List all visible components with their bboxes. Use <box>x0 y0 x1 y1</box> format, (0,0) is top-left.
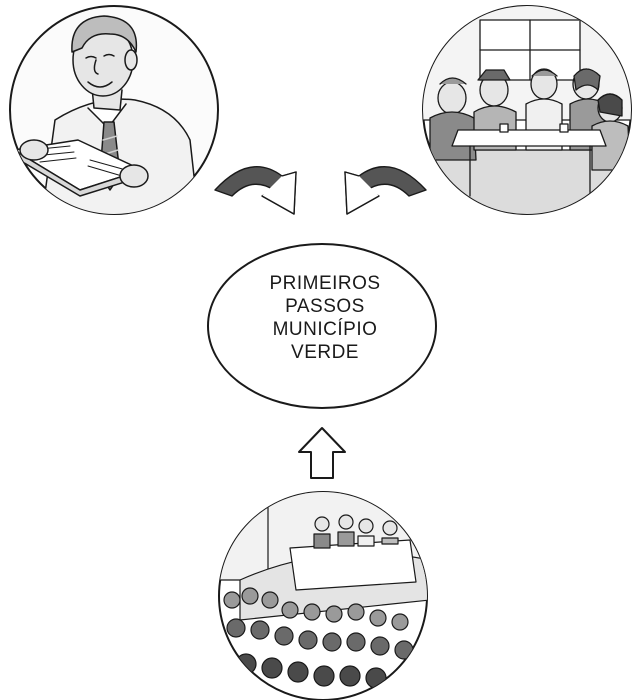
central-ellipse <box>207 243 437 409</box>
public-hearing-illustration <box>218 491 428 700</box>
meeting-at-table-illustration <box>422 5 632 215</box>
center-title-line-3: MUNICÍPIO <box>272 319 378 340</box>
man-reading-book-illustration <box>9 5 219 215</box>
right-curved-arrow <box>344 166 427 215</box>
up-arrow <box>298 427 346 479</box>
left-curved-arrow <box>214 166 297 215</box>
center-title-line-2: PASSOS <box>285 296 365 317</box>
center-title: PRIMEIROS PASSOS MUNICÍPIO VERDE <box>212 272 438 364</box>
center-title-line-1: PRIMEIROS <box>269 273 381 294</box>
center-title-line-4: VERDE <box>291 342 359 363</box>
